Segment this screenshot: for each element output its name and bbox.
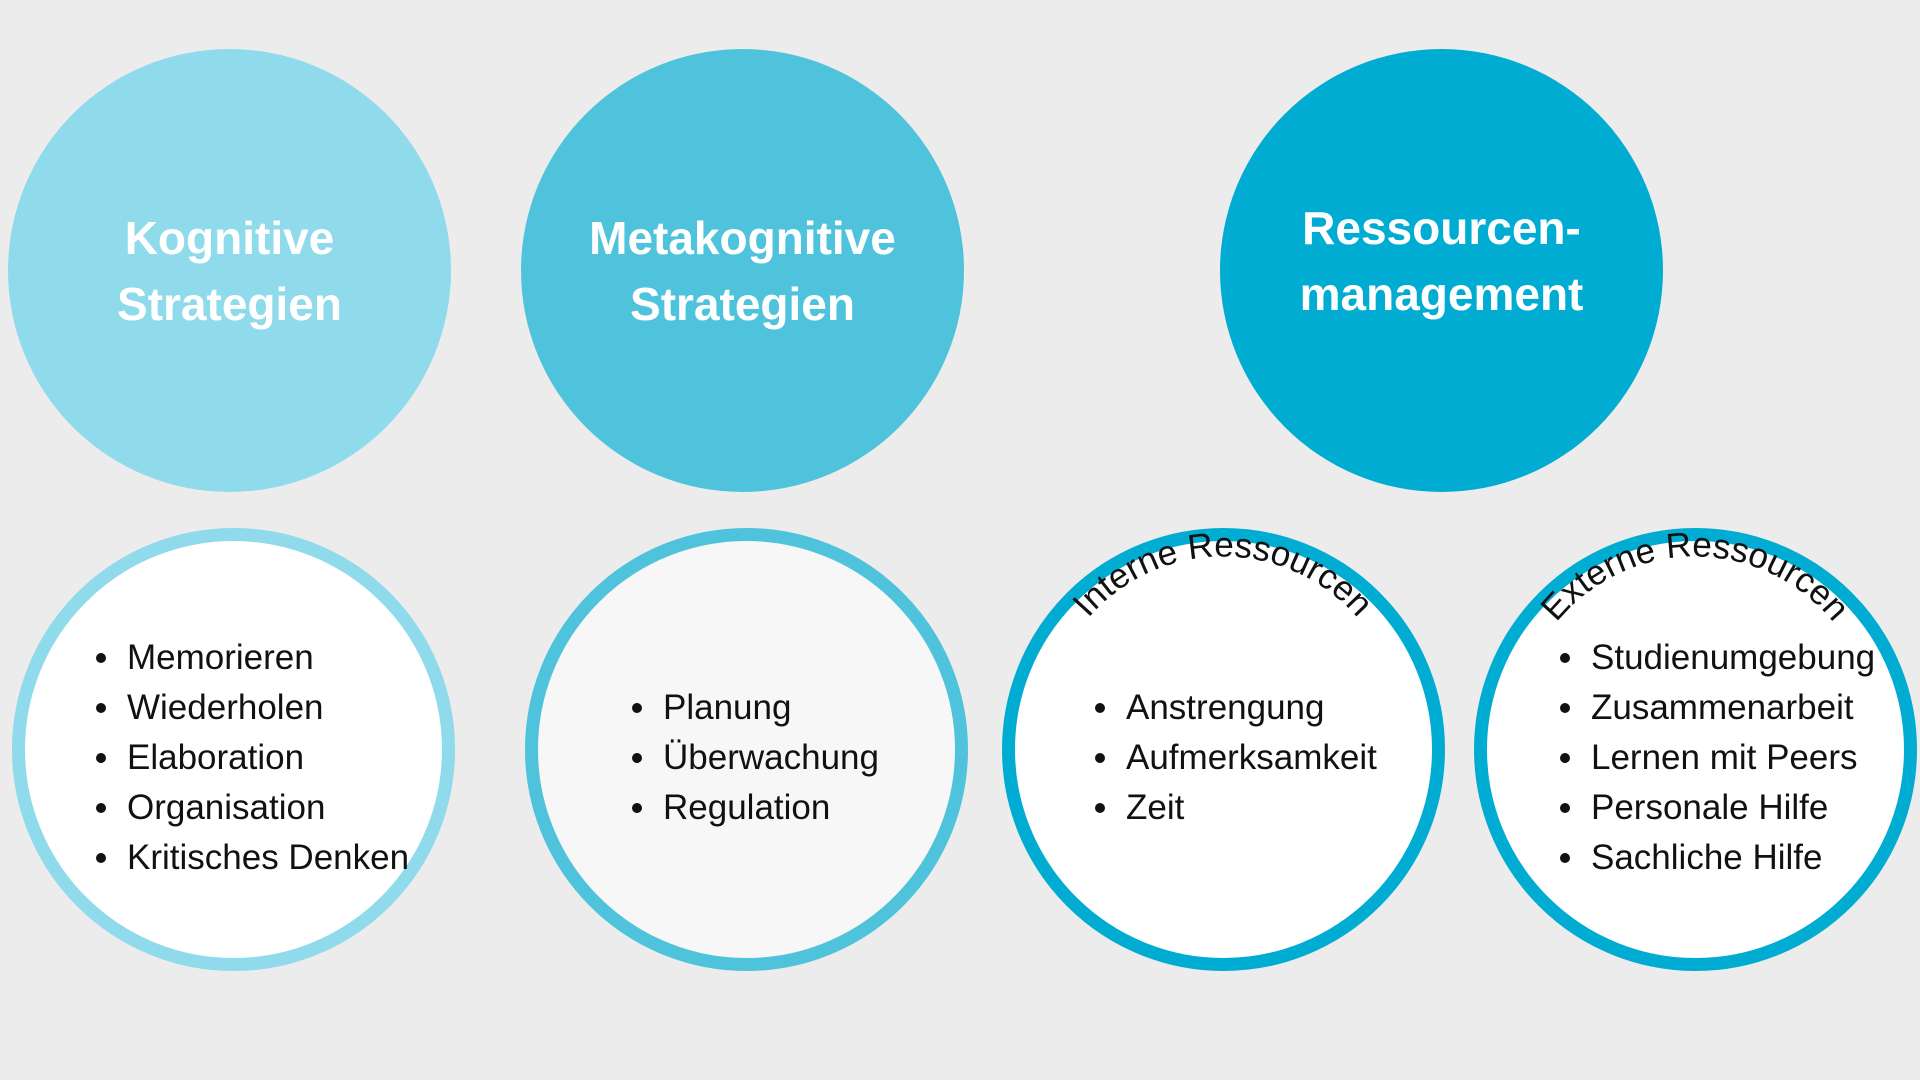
circle-metakognitive-list: Planung Überwachung Regulation xyxy=(525,528,968,971)
circle-externe-ressourcen: Externe Ressourcen Studienumgebung Zusam… xyxy=(1474,525,1917,971)
list-item: Studienumgebung xyxy=(1557,633,1875,683)
list-item: Aufmerksamkeit xyxy=(1092,733,1377,783)
bullet-list: Anstrengung Aufmerksamkeit Zeit xyxy=(1092,683,1377,833)
bullet-dot xyxy=(1560,803,1570,813)
arc-label-interne: Interne Ressourcen xyxy=(1065,525,1380,623)
bullet-dot xyxy=(1560,653,1570,663)
bullet-dot xyxy=(96,703,106,713)
list-item: Organisation xyxy=(93,783,409,833)
bullet-dot xyxy=(632,753,642,763)
list-item: Personale Hilfe xyxy=(1557,783,1875,833)
bullet-dot xyxy=(1560,703,1570,713)
bullet-dot xyxy=(1095,803,1105,813)
list-item: Planung xyxy=(629,683,879,733)
circle-title: Metakognitive Strategien xyxy=(589,211,896,330)
bullet-dot xyxy=(1560,753,1570,763)
bullet-dot xyxy=(632,803,642,813)
arc-label-externe: Externe Ressourcen xyxy=(1533,525,1856,628)
list-item: Überwachung xyxy=(629,733,879,783)
circle-ressourcenmanagement: Ressourcen- management xyxy=(1220,49,1663,492)
list-item: Lernen mit Peers xyxy=(1557,733,1875,783)
bullet-list: Planung Überwachung Regulation xyxy=(629,683,879,833)
circle-metakognitive-strategien: Metakognitive Strategien xyxy=(521,49,964,492)
list-item: Anstrengung xyxy=(1092,683,1377,733)
bullet-dot xyxy=(96,753,106,763)
circle-title: Ressourcen- management xyxy=(1299,201,1584,320)
bullet-dot xyxy=(96,653,106,663)
bullet-dot xyxy=(1560,853,1570,863)
list-item: Elaboration xyxy=(93,733,409,783)
bullet-list: Studienumgebung Zusammenarbeit Lernen mi… xyxy=(1557,633,1875,883)
arc-label-text: Externe Ressourcen xyxy=(1533,525,1856,628)
bullet-list: Memorieren Wiederholen Elaboration Organ… xyxy=(93,633,409,883)
circle-kognitive-strategien: Kognitive Strategien xyxy=(8,49,451,492)
list-item: Zusammenarbeit xyxy=(1557,683,1875,733)
list-item: Memorieren xyxy=(93,633,409,683)
bullet-dot xyxy=(1095,703,1105,713)
circle-kognitive-list: Memorieren Wiederholen Elaboration Organ… xyxy=(12,528,455,971)
list-item: Kritisches Denken xyxy=(93,833,409,883)
bullet-dot xyxy=(96,853,106,863)
circle-interne-ressourcen: Interne Ressourcen Anstrengung Aufmerksa… xyxy=(1002,525,1445,971)
list-item: Regulation xyxy=(629,783,879,833)
circle-title: Kognitive Strategien xyxy=(117,211,342,330)
list-item: Wiederholen xyxy=(93,683,409,733)
bullet-dot xyxy=(1095,753,1105,763)
bullet-dot xyxy=(96,803,106,813)
list-item: Zeit xyxy=(1092,783,1377,833)
list-item: Sachliche Hilfe xyxy=(1557,833,1875,883)
arc-label-text: Interne Ressourcen xyxy=(1065,525,1380,623)
bullet-dot xyxy=(632,703,642,713)
